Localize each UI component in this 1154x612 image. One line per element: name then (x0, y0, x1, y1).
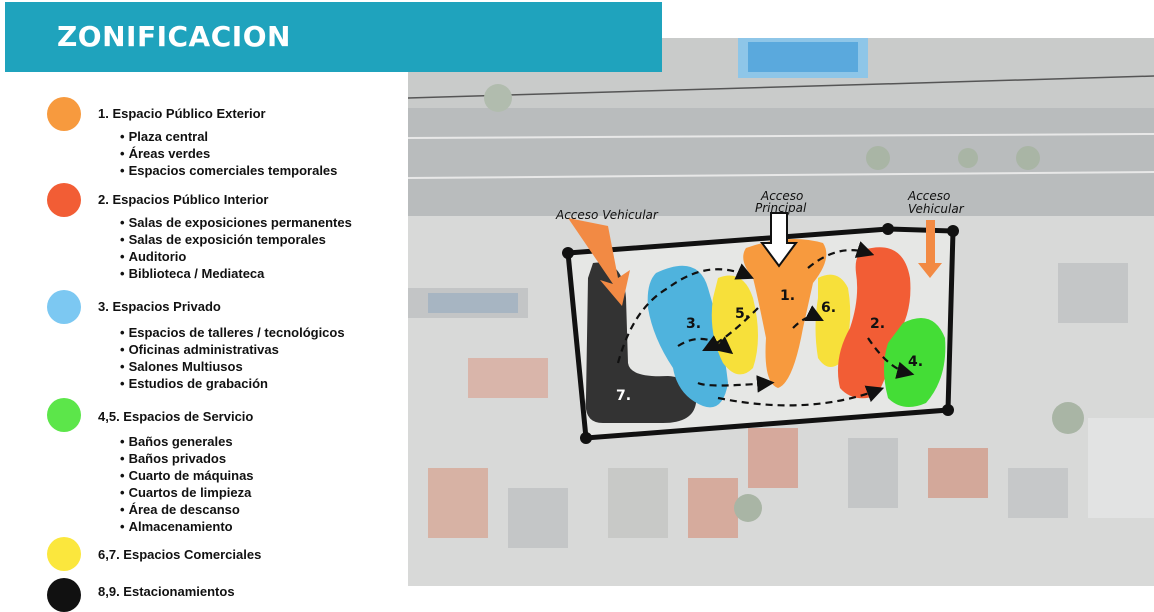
label-acceso-vehicular-left: Acceso Vehicular (555, 208, 659, 222)
zone-number-5: 5. (735, 306, 750, 322)
legend-items-3: Espacios de talleres / tecnológicos Ofic… (120, 324, 345, 392)
site-plan-map: Acceso Vehicular Acceso Principal Acceso… (408, 38, 1154, 586)
access-arrow-main (760, 212, 798, 268)
zone-number-4: 4. (908, 354, 923, 370)
zone-number-7: 7. (616, 388, 631, 404)
legend-dot-5 (47, 537, 81, 571)
list-item: Oficinas administrativas (120, 341, 345, 358)
legend-label-6: 8,9. Estacionamientos (98, 584, 235, 599)
legend-items-4: Baños generales Baños privados Cuarto de… (120, 433, 254, 535)
list-item: Salas de exposición temporales (120, 231, 352, 248)
site-plan-svg: Acceso Vehicular Acceso Principal Acceso… (408, 38, 1154, 586)
legend-dot-3 (47, 290, 81, 324)
zone-number-6: 6. (821, 300, 836, 316)
list-item: Cuarto de máquinas (120, 467, 254, 484)
legend-dot-2 (47, 183, 81, 217)
legend-dot-6 (47, 578, 81, 612)
list-item: Baños privados (120, 450, 254, 467)
legend-label-3: 3. Espacios Privado (98, 299, 221, 314)
access-arrow-left (568, 218, 630, 306)
list-item: Salas de exposiciones permanentes (120, 214, 352, 231)
zone-number-1: 1. (780, 288, 795, 304)
legend-label-1: 1. Espacio Público Exterior (98, 106, 266, 121)
list-item: Espacios de talleres / tecnológicos (120, 324, 345, 341)
list-item: Espacios comerciales temporales (120, 162, 338, 179)
header-banner: ZONIFICACION (5, 2, 662, 72)
list-item: Salones Multiusos (120, 358, 345, 375)
zone-7 (585, 262, 697, 423)
list-item: Plaza central (120, 128, 337, 145)
list-item: Almacenamiento (120, 518, 254, 535)
legend-dot-1 (47, 97, 81, 131)
access-arrow-right (918, 220, 942, 278)
label-acceso-principal-2: Principal (755, 201, 807, 215)
list-item: Biblioteca / Mediateca (120, 265, 352, 282)
zone-2 (837, 247, 911, 399)
legend-items-1: Plaza central Áreas verdes Espacios come… (120, 128, 338, 179)
label-acceso-vehicular-right-1: Acceso (907, 189, 950, 203)
list-item: Áreas verdes (120, 145, 337, 162)
zone-3 (647, 265, 728, 408)
legend-label-5: 6,7. Espacios Comerciales (98, 547, 262, 562)
list-item: Área de descanso (120, 501, 254, 518)
zone-6 (815, 274, 851, 367)
list-item: Cuartos de limpieza (120, 484, 254, 501)
list-item: Auditorio (120, 248, 352, 265)
legend: 1. Espacio Público Exterior Plaza centra… (0, 0, 405, 612)
zone-number-2: 2. (870, 316, 885, 332)
zone-1 (743, 239, 827, 388)
list-item: Estudios de grabación (120, 375, 345, 392)
legend-dot-4 (47, 398, 81, 432)
list-item: Baños generales (120, 433, 254, 450)
label-acceso-vehicular-right-2: Vehicular (908, 202, 965, 216)
zone-4 (884, 318, 946, 407)
legend-items-2: Salas de exposiciones permanentes Salas … (120, 214, 352, 282)
legend-label-2: 2. Espacios Público Interior (98, 192, 269, 207)
zone-number-3: 3. (686, 316, 701, 332)
page-title: ZONIFICACION (57, 20, 291, 53)
legend-label-4: 4,5. Espacios de Servicio (98, 409, 254, 424)
label-acceso-principal-1: Acceso (760, 189, 803, 203)
